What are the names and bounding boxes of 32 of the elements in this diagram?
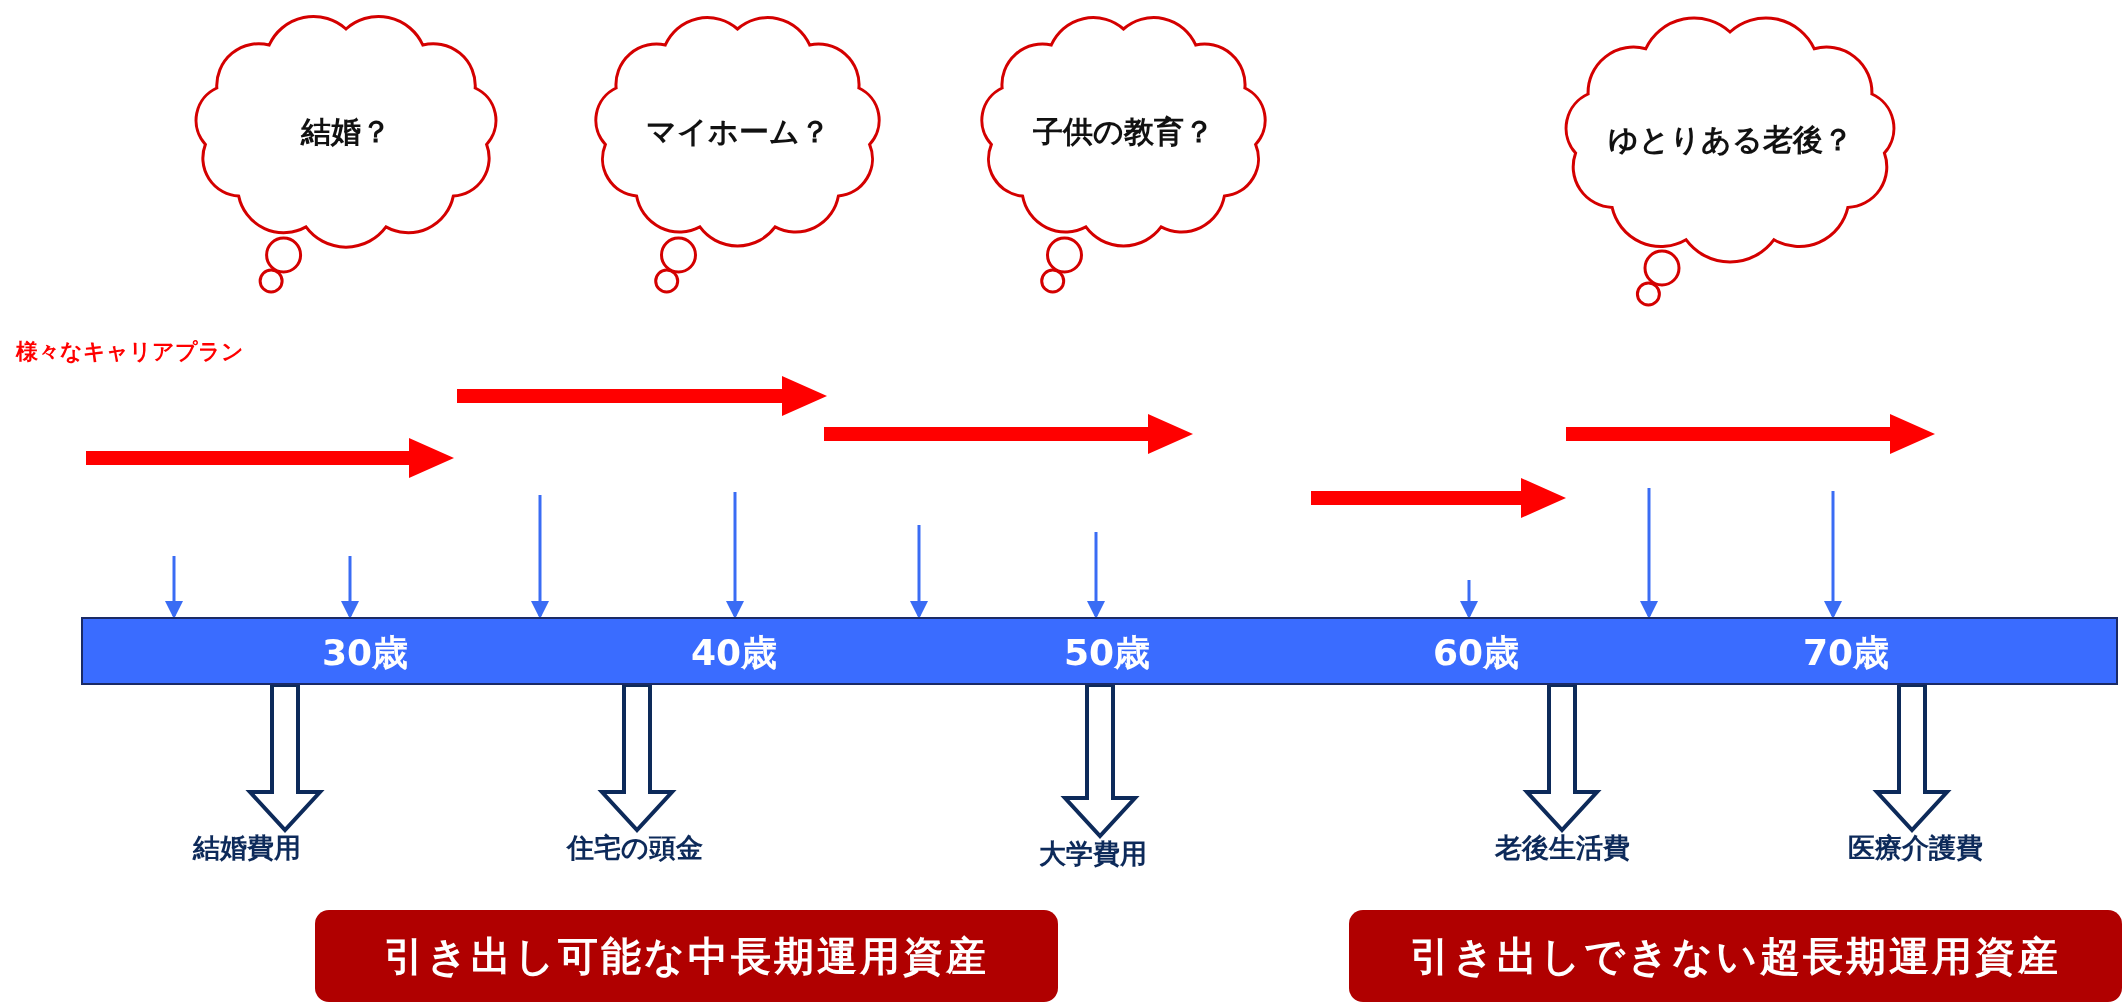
age-label: 40歳: [690, 631, 778, 675]
arrow: [910, 525, 928, 619]
hollow-arrow: [245, 683, 325, 833]
asset-banner: 引き出しできない超長期運用資産: [1349, 910, 2122, 1002]
hollow-arrow: [1872, 683, 1952, 833]
arrow: [1460, 580, 1478, 619]
expense-label: 医療介護費: [1847, 830, 1983, 866]
expense-label: 老後生活費: [1494, 830, 1630, 866]
asset-banner: 引き出し可能な中長期運用資産: [315, 910, 1058, 1002]
timeline-bar: [81, 617, 2118, 685]
age-label: 70歳: [1802, 631, 1890, 675]
cloud-text: 結婚？: [299, 113, 392, 151]
expense-label: 大学費用: [1039, 836, 1147, 872]
age-label: 30歳: [321, 631, 409, 675]
arrow: [531, 495, 549, 619]
expense-label: 住宅の頭金: [567, 830, 703, 866]
section-label: 様々なキャリアプラン: [16, 338, 244, 366]
cloud-text: ゆとりある老後？: [1606, 121, 1854, 159]
cloud-text: マイホーム？: [644, 113, 831, 151]
arrow: [165, 556, 183, 619]
arrow: [726, 492, 744, 619]
hollow-arrow: [1522, 683, 1602, 833]
hollow-arrow: [1060, 683, 1140, 839]
arrow: [1824, 491, 1842, 619]
expense-label: 結婚費用: [193, 830, 301, 866]
cloud-text: 子供の教育？: [1032, 113, 1215, 151]
arrow: [341, 556, 359, 619]
arrow: [1640, 488, 1658, 619]
hollow-arrow: [597, 683, 677, 833]
age-label: 60歳: [1432, 631, 1520, 675]
arrow: [1087, 532, 1105, 619]
age-label: 50歳: [1063, 631, 1151, 675]
